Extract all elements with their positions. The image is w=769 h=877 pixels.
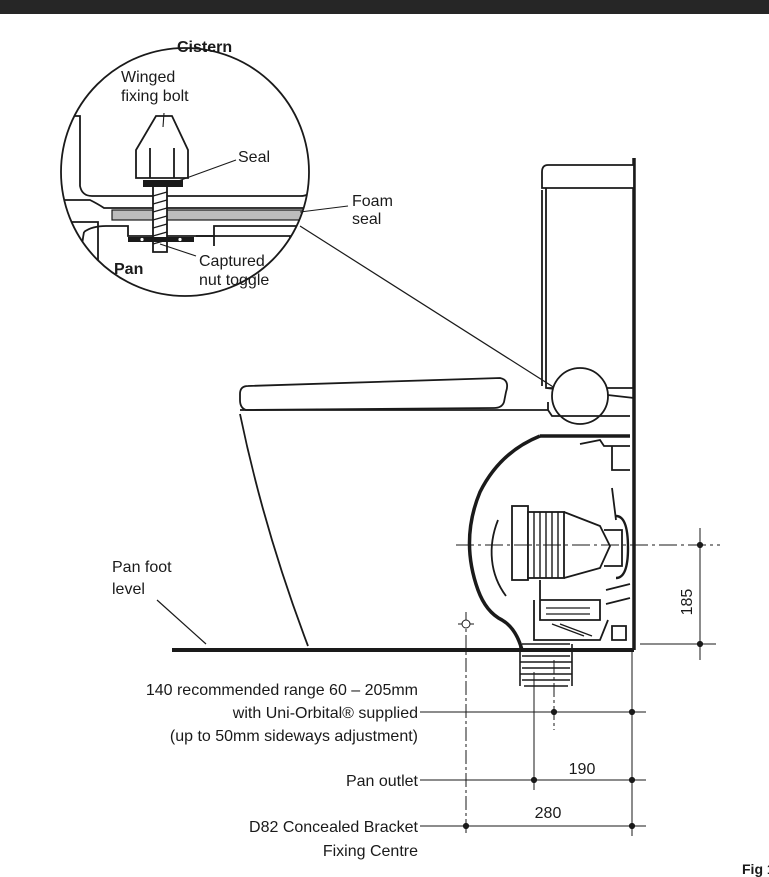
label-range-3: (up to 50mm sideways adjustment) (170, 728, 418, 745)
label-seal: Seal (238, 149, 270, 166)
figure-number: Fig 12 (742, 861, 769, 877)
label-captured-1: Captured (199, 253, 265, 270)
dim-280: 280 (535, 805, 562, 822)
label-winged-bolt-1: Winged (121, 69, 175, 86)
label-d82-1: D82 Concealed Bracket (249, 819, 419, 836)
detail-connector (299, 225, 559, 391)
seat-lid (239, 377, 509, 411)
foam-seal-shape (111, 209, 309, 221)
label-winged-bolt-2: fixing bolt (121, 88, 189, 105)
dimension-lines (420, 528, 716, 836)
label-pan-foot-2: level (112, 581, 145, 598)
dim-185: 185 (679, 589, 696, 616)
label-range-1: 140 recommended range 60 – 205mm (146, 682, 418, 699)
detail-circle: Cistern Winged fixing bolt Seal Foam sea… (60, 39, 393, 297)
label-foam-seal-1: Foam (352, 193, 393, 210)
dim-190: 190 (569, 761, 596, 778)
label-foam-seal-2: seal (352, 211, 381, 228)
outlet-assembly (533, 580, 631, 641)
detail-callout-circle (551, 367, 609, 425)
nut-toggle (128, 237, 194, 242)
toilet-side-view (156, 158, 636, 687)
cistern-body (541, 164, 635, 189)
label-pan-foot-1: Pan foot (112, 559, 172, 576)
pan-connector (511, 505, 630, 581)
bowl-cutaway (467, 434, 541, 651)
top-bar (0, 0, 769, 14)
label-pan-detail: Pan (114, 261, 143, 278)
label-pan-outlet: Pan outlet (346, 773, 419, 790)
label-captured-2: nut toggle (199, 272, 269, 289)
bowl (239, 413, 309, 647)
outlet-pipe (519, 643, 573, 687)
seal-washer (143, 180, 183, 187)
label-range-2: with Uni-Orbital® supplied (232, 705, 418, 722)
label-cistern: Cistern (177, 39, 232, 56)
winged-bolt-head (135, 115, 189, 179)
label-d82-2: Fixing Centre (323, 843, 418, 860)
